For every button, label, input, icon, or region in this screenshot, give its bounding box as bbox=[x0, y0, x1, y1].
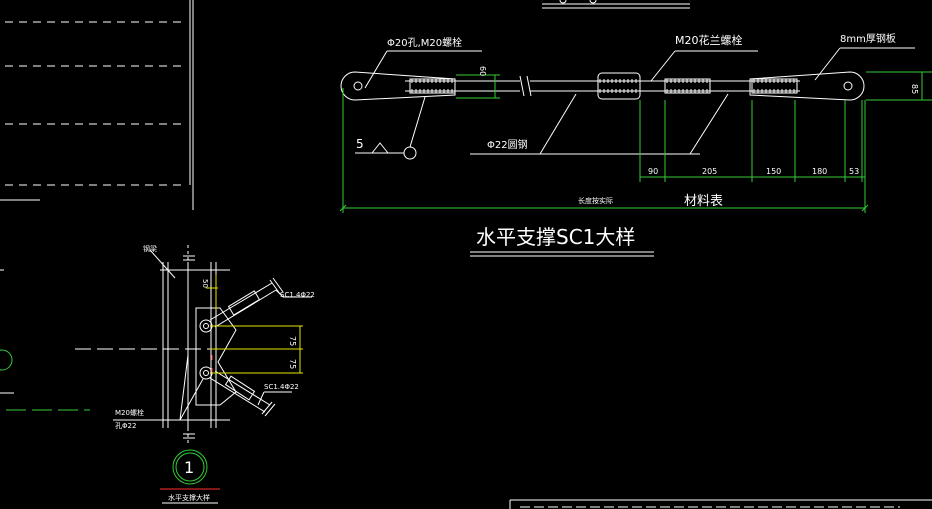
dim-50-label: 50 bbox=[201, 279, 209, 288]
plate-label: 8mm厚钢板 bbox=[840, 32, 896, 45]
sc-upper-label: SC1.4Φ22 bbox=[280, 291, 315, 299]
turnbuckle-body bbox=[597, 72, 641, 100]
section-marker-circle bbox=[403, 146, 417, 160]
dim-53: 53 bbox=[849, 167, 859, 176]
dim-75a-label: 75 bbox=[288, 336, 297, 346]
right-bolt-hole bbox=[843, 81, 853, 91]
dim-75b-label: 75 bbox=[288, 359, 297, 369]
dim-150: 150 bbox=[766, 167, 781, 176]
title-block-fragment bbox=[509, 499, 932, 509]
thread-hatching bbox=[411, 79, 795, 93]
steel-beam-label: 钢梁 bbox=[143, 244, 157, 253]
dim-60-label: 60 bbox=[478, 66, 487, 76]
round-steel-label: Φ22圆钢 bbox=[487, 138, 528, 151]
main-title-block: 水平支撑SC1大样 bbox=[470, 225, 654, 257]
sc1-rod-elevation: 60 bbox=[340, 66, 865, 101]
main-title: 水平支撑SC1大样 bbox=[476, 225, 635, 249]
bolt-note-1: M20螺栓 bbox=[115, 408, 144, 417]
overall-dimension: 长度按实际 材料表 bbox=[339, 88, 869, 213]
left-edge-fragments bbox=[0, 0, 194, 411]
dim-180: 180 bbox=[812, 167, 827, 176]
sc-lower-label: SC1.4Φ22 bbox=[264, 383, 299, 391]
detail-1: 钢梁 SC1.4Φ22 SC1.4Φ22 M20螺栓 孔Φ22 bbox=[75, 244, 315, 504]
dim-85-label: 85 bbox=[910, 84, 919, 94]
dim-85: 85 bbox=[866, 71, 932, 101]
section-number: 5 bbox=[356, 137, 364, 151]
left-bolt-hole bbox=[353, 81, 363, 91]
overall-note: 长度按实际 bbox=[578, 196, 613, 205]
detail-number: 1 bbox=[184, 458, 194, 477]
detail-caption: 水平支撑大样 bbox=[168, 493, 210, 502]
dim-90: 90 bbox=[648, 167, 658, 176]
bolt-hole-label: Φ20孔,M20螺栓 bbox=[387, 36, 462, 49]
bolt-note-2: 孔Φ22 bbox=[115, 422, 136, 430]
segment-dimensions: 90 205 150 180 53 bbox=[639, 100, 865, 182]
dim-205: 205 bbox=[702, 167, 717, 176]
material-table-label: 材料表 bbox=[684, 194, 723, 209]
detail-number-circle bbox=[175, 452, 205, 482]
rod-callouts: Φ20孔,M20螺栓 M20花兰螺栓 8mm厚钢板 Φ22圆钢 5 bbox=[355, 32, 915, 160]
turnbuckle-label: M20花兰螺栓 bbox=[675, 33, 743, 47]
top-fragment bbox=[542, 0, 690, 9]
